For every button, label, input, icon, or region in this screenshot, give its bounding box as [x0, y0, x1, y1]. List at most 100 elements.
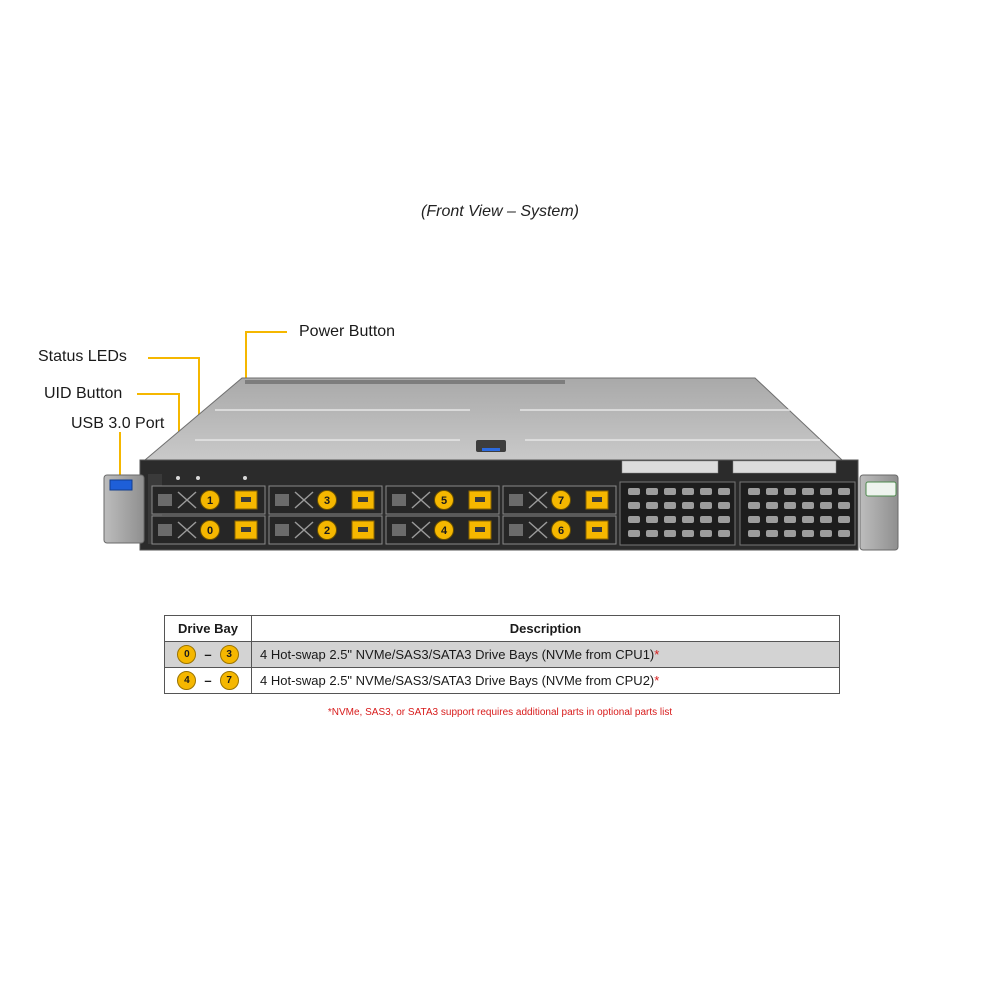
vent-hole: [838, 516, 850, 523]
drive-bay-0: 0: [151, 515, 266, 545]
drive-bay-badge: [551, 490, 571, 510]
vent-hole: [646, 516, 658, 523]
description-text: 4 Hot-swap 2.5" NVMe/SAS3/SATA3 Drive Ba…: [260, 647, 655, 662]
service-label-2: [732, 460, 837, 474]
vent-hole: [682, 530, 694, 537]
vent-hole: [748, 530, 760, 537]
vent-hole: [766, 502, 778, 509]
vent-hole: [700, 502, 712, 509]
usb-port: [109, 479, 133, 491]
drive-bay-4: 4: [385, 515, 500, 545]
header-description: Description: [251, 615, 840, 642]
drive-bay-badge: [317, 520, 337, 540]
vent-hole: [802, 516, 814, 523]
vent-hole: [718, 488, 730, 495]
footnote: *NVMe, SAS3, or SATA3 support requires a…: [327, 707, 673, 718]
description-cell: 4 Hot-swap 2.5" NVMe/SAS3/SATA3 Drive Ba…: [251, 641, 840, 668]
drive-bay-number: 3: [324, 495, 330, 507]
vent-hole: [664, 488, 676, 495]
range-dash: –: [204, 673, 212, 688]
drive-bay-badge: [434, 520, 454, 540]
vent-hole: [628, 502, 640, 509]
server-chassis: 1 3 5 7 0 2 4 6: [103, 377, 899, 551]
drive-bays: 1 3 5 7 0 2 4 6: [151, 485, 617, 545]
vent-hole: [820, 488, 832, 495]
drive-bay-badge: [200, 490, 220, 510]
drive-bay-badge: [551, 520, 571, 540]
table-row: 4–7 4 Hot-swap 2.5" NVMe/SAS3/SATA3 Driv…: [164, 667, 840, 694]
vent-hole: [838, 502, 850, 509]
drive-bay-number: 1: [207, 495, 213, 507]
vent-hole: [748, 502, 760, 509]
drive-bay-3: 3: [268, 485, 383, 515]
left-rack-ear: [103, 474, 145, 544]
vent-hole: [628, 530, 640, 537]
drive-bay-7: 7: [502, 485, 617, 515]
vent-hole: [802, 488, 814, 495]
power-button-label: Power Button: [299, 323, 396, 340]
drive-bay-1: 1: [151, 485, 266, 515]
bay-badge-from: 0: [177, 645, 197, 664]
drive-bay-number: 2: [324, 525, 330, 537]
bay-range-cell: 0–3: [164, 641, 252, 668]
vent-hole: [820, 502, 832, 509]
vent-hole: [664, 502, 676, 509]
bay-range-cell: 4–7: [164, 667, 252, 694]
drive-bay-number: 6: [558, 525, 564, 537]
drive-bay-5: 5: [385, 485, 500, 515]
status-led: [196, 476, 200, 480]
status-leader-h: [148, 357, 200, 359]
power-button: [243, 476, 247, 480]
table-header-row: Drive Bay Description: [164, 615, 840, 642]
uid-button: [176, 476, 180, 480]
vent-hole: [682, 516, 694, 523]
lid-latch-blue: [482, 448, 500, 451]
usb-port-label: USB 3.0 Port: [71, 415, 165, 432]
header-drive-bay: Drive Bay: [164, 615, 252, 642]
drive-bay-number: 5: [441, 495, 447, 507]
bay-badge-to: 3: [219, 645, 239, 664]
drive-bay-badge: [200, 520, 220, 540]
vent-hole: [646, 488, 658, 495]
vent-hole: [682, 502, 694, 509]
footnote-mark: *: [654, 673, 660, 688]
vent-hole: [682, 488, 694, 495]
vent-hole: [820, 516, 832, 523]
vent-hole: [766, 530, 778, 537]
vent-hole: [718, 516, 730, 523]
lid-vent-strip: [245, 380, 565, 384]
brand-badge: [865, 481, 897, 497]
vent-hole: [718, 530, 730, 537]
footnote-mark: *: [654, 647, 660, 662]
drive-bay-badge: [317, 490, 337, 510]
status-leds-label: Status LEDs: [38, 348, 127, 365]
drive-bay-2: 2: [268, 515, 383, 545]
drive-bay-number: 0: [207, 525, 213, 537]
vent-hole: [820, 530, 832, 537]
vent-hole: [718, 502, 730, 509]
vent-hole: [700, 530, 712, 537]
description-text: 4 Hot-swap 2.5" NVMe/SAS3/SATA3 Drive Ba…: [260, 673, 655, 688]
drive-bay-number: 4: [441, 525, 448, 537]
vent-hole: [784, 530, 796, 537]
vent-hole: [784, 516, 796, 523]
table-row: 0–3 4 Hot-swap 2.5" NVMe/SAS3/SATA3 Driv…: [164, 641, 840, 668]
bay-badge-from: 4: [177, 671, 197, 690]
vent-hole: [664, 516, 676, 523]
uid-button-label: UID Button: [44, 385, 123, 402]
vent-hole: [802, 502, 814, 509]
usb-leader-v: [119, 432, 121, 480]
vent-hole: [748, 488, 760, 495]
vent-hole: [766, 516, 778, 523]
vent-hole: [838, 488, 850, 495]
uid-leader-h: [137, 393, 180, 395]
description-cell: 4 Hot-swap 2.5" NVMe/SAS3/SATA3 Drive Ba…: [251, 667, 840, 694]
power-leader-h: [245, 331, 287, 333]
vent-hole: [700, 488, 712, 495]
drive-bay-badge: [434, 490, 454, 510]
vent-hole: [802, 530, 814, 537]
vent-hole: [748, 516, 760, 523]
vent-hole: [838, 530, 850, 537]
drive-bay-table: Drive Bay Description 0–3 4 Hot-swap 2.5…: [164, 615, 840, 694]
vent-hole: [700, 516, 712, 523]
